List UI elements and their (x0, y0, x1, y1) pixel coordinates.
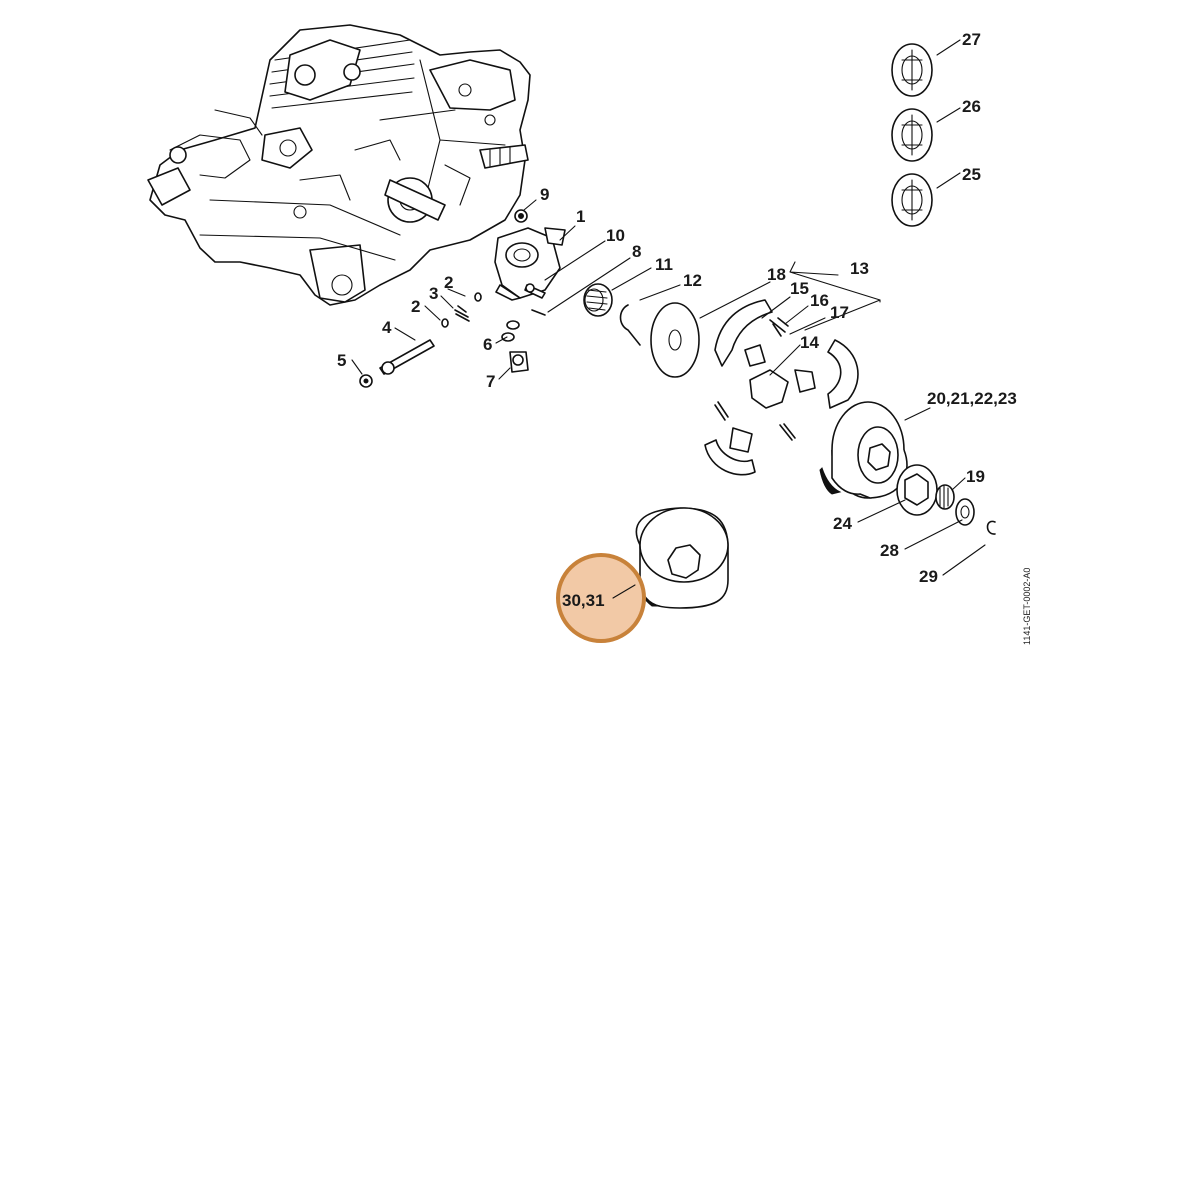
part-1-oil-pump (494, 227, 566, 301)
rim-sprocket-26 (891, 108, 933, 162)
part-9-nut (514, 209, 528, 223)
part-15-shoe (714, 299, 773, 367)
highlight-circle (556, 553, 646, 643)
part-6-oring (501, 320, 520, 342)
callout-11: 11 (655, 255, 673, 274)
callout-10: 10 (606, 226, 625, 245)
part-24-sprocket (896, 464, 938, 516)
callout-18: 18 (767, 265, 786, 284)
part-30-spur-drum (635, 507, 729, 609)
callout-27: 27 (962, 30, 981, 49)
callout-17: 17 (830, 303, 849, 322)
callout-5: 5 (337, 351, 346, 370)
callout-2a: 2 (444, 273, 453, 292)
part-20-clutch-drum (819, 401, 908, 499)
callout-1: 1 (576, 207, 585, 226)
part-10-screw (524, 283, 546, 299)
callout-13: 13 (850, 259, 869, 278)
callout-30-31: 30,31 (562, 591, 605, 610)
rim-sprocket-27 (891, 43, 933, 97)
part-18-disc (650, 302, 700, 378)
part-3-spring (454, 305, 470, 322)
callout-6: 6 (483, 335, 492, 354)
document-number: 1141-GET-0002-A0 (1022, 568, 1032, 645)
part-2-washer-a (474, 292, 482, 302)
part-7-fitting (509, 351, 529, 373)
callout-16: 16 (810, 291, 829, 310)
callout-4: 4 (382, 318, 392, 337)
callout-7: 7 (486, 372, 495, 391)
oil-pump-group (359, 209, 641, 388)
callout-19: 19 (966, 467, 985, 486)
callout-8: 8 (632, 242, 641, 261)
callout-2b: 2 (411, 297, 420, 316)
callout-14: 14 (800, 333, 819, 352)
callout-20-21-22-23: 20,21,22,23 (927, 389, 1017, 408)
callout-24: 24 (833, 514, 852, 533)
part-8-pin (531, 309, 546, 316)
callout-3: 3 (429, 284, 438, 303)
callout-26: 26 (962, 97, 981, 116)
clutch-group (650, 299, 996, 535)
callout-29: 29 (919, 567, 938, 586)
rim-sprocket-25 (891, 173, 933, 227)
callout-15: 15 (790, 279, 809, 298)
engine-housing-drawing (147, 24, 531, 306)
part-5-nut (359, 374, 373, 388)
part-2-washer-b (441, 318, 449, 328)
callout-28: 28 (880, 541, 899, 560)
part-28-washer (955, 498, 975, 526)
callout-9: 9 (540, 185, 549, 204)
callout-25: 25 (962, 165, 981, 184)
part-16-spring (769, 317, 789, 337)
part-11-worm (583, 283, 613, 317)
callout-12: 12 (683, 271, 702, 290)
part-4-piston (379, 339, 435, 375)
part-14-hub (749, 369, 789, 409)
part-17-carrier (744, 344, 766, 367)
leader-lines (351, 39, 986, 599)
part-19-bearing (935, 484, 955, 510)
part-29-clip (986, 520, 996, 535)
part-12-spring (619, 304, 641, 346)
callout-labels: 1 2 2 3 4 5 6 7 8 9 10 11 12 13 14 15 16… (337, 30, 1017, 610)
